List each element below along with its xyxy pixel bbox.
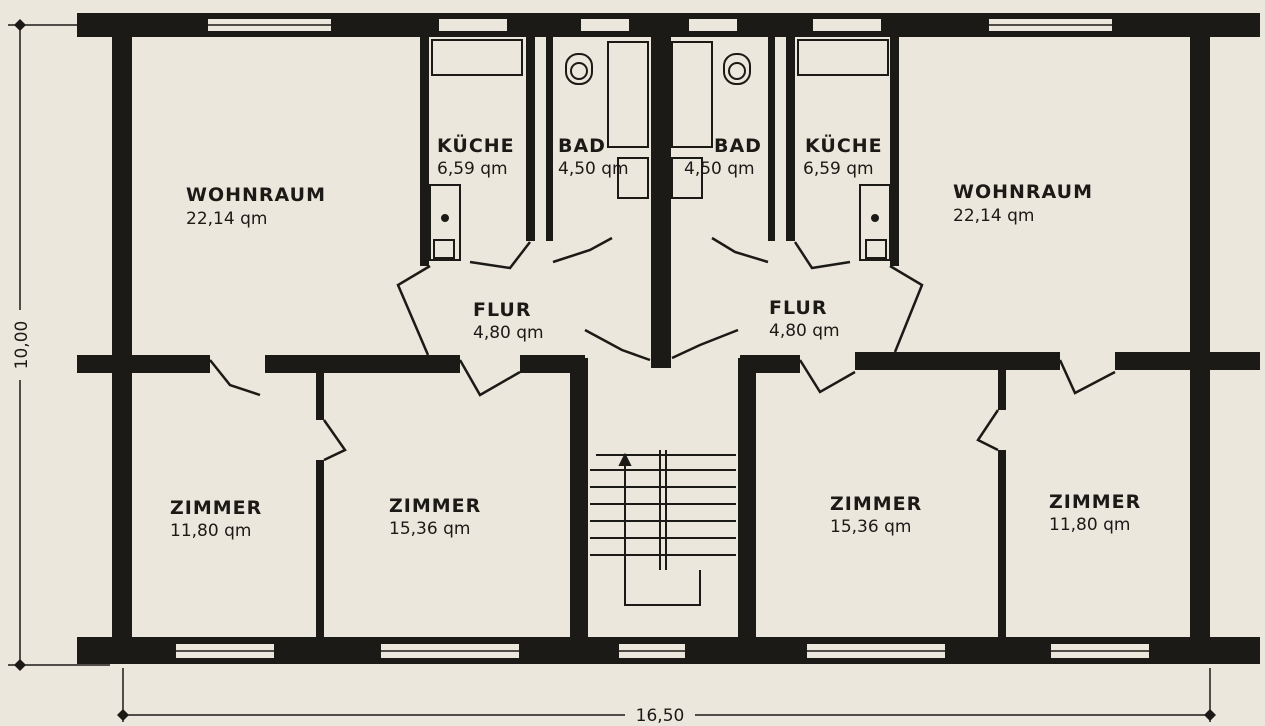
door-flur-stair-right [671,328,739,360]
door-kueche-flur-right [793,241,851,270]
room-area-wohnraum-left: 22,14 qm [186,209,267,229]
washbasin-left [617,157,649,199]
wall-zimmer-right-divider-lower [998,450,1006,638]
room-area-flur-right: 4,80 qm [769,321,840,341]
stove-left [429,184,461,261]
bathtub-left [607,41,649,148]
door-wohnraum-right [889,264,924,353]
toilet-right [728,62,746,80]
stair-arrow [618,452,632,466]
middle-wall-right-b [855,352,1060,370]
sink-right [865,239,887,259]
wall-stub-left [77,355,132,373]
wall-bad-left [546,36,553,241]
fixtures [429,39,891,261]
door-zimmer3-side [976,409,1000,452]
room-name-zimmer-4: ZIMMER [1049,491,1141,513]
room-area-zimmer-2: 15,36 qm [389,519,470,539]
wall-kitchen-right [890,36,899,266]
dimension-height: 10,00 [12,321,32,370]
room-area-bad-right: 4,50 qm [684,159,755,179]
outer-wall-left [112,13,132,664]
door-bad-flur-left [552,236,613,264]
wall-kitchen-bad-right [786,36,795,241]
stairwell-wall-right [738,358,756,640]
doors [209,236,1116,462]
toilet-left-tank [565,53,593,85]
room-area-kueche-left: 6,59 qm [437,159,508,179]
toilet-right-tank [723,53,751,85]
middle-wall-left-c [520,355,585,373]
window-lines [175,24,1150,652]
room-area-wohnraum-right: 22,14 qm [953,206,1034,226]
room-name-zimmer-1: ZIMMER [170,497,262,519]
stairwell-wall-left [570,358,588,640]
door-zimmer3 [798,359,856,394]
dimension-ticks [14,19,1216,721]
room-area-flur-left: 4,80 qm [473,323,544,343]
middle-wall-left-b [265,355,460,373]
door-zimmer2 [458,359,521,397]
sink-left [433,239,455,259]
washbasin-right [671,157,703,199]
wall-stub-right [1190,352,1260,370]
stove-right [859,184,891,261]
middle-wall-right-c [1115,352,1190,370]
room-name-wohnraum-right: WOHNRAUM [953,181,1093,203]
kitchen-counter-right [797,39,889,76]
door-wohnraum-left [396,264,431,356]
door-zimmer1 [209,359,261,397]
room-name-bad-right: BAD [714,135,762,157]
window-top-5 [811,17,883,33]
wall-kitchen-bad-left [526,36,535,241]
room-name-kueche-right: KÜCHE [805,133,883,157]
stove-burner-right-1 [871,214,879,222]
door-zimmer2-side [322,419,347,462]
kitchen-counter-left [431,39,523,76]
wall-zimmer-right-divider [998,370,1006,410]
wall-zimmer-left-divider [316,370,324,420]
wall-bad-right [768,36,775,241]
party-wall [651,13,671,368]
room-area-zimmer-4: 11,80 qm [1049,515,1130,535]
room-labels: WOHNRAUM 22,14 qm KÜCHE 6,59 qm BAD 4,50… [170,133,1141,541]
room-area-zimmer-1: 11,80 qm [170,521,251,541]
walls [77,13,1260,664]
room-area-bad-left: 4,50 qm [558,159,629,179]
outer-wall-right [1190,13,1210,664]
room-name-flur-left: FLUR [473,299,531,321]
door-kueche-flur-left [469,241,531,270]
wall-zimmer-left-divider-lower [316,460,324,638]
toilet-left [570,62,588,80]
room-name-kueche-left: KÜCHE [437,133,515,157]
door-bad-flur-right [711,236,769,264]
window-top-3 [579,17,631,33]
wall-kitchen-left [420,36,429,266]
door-zimmer4 [1058,359,1116,395]
dimension-width: 16,50 [636,706,685,726]
window-top-2 [437,17,509,33]
bathtub-right [671,41,713,148]
middle-wall-left-a [132,355,210,373]
room-name-wohnraum-left: WOHNRAUM [186,184,326,206]
room-area-kueche-right: 6,59 qm [803,159,874,179]
window-top-4 [687,17,739,33]
stove-burner-left-1 [441,214,449,222]
room-area-zimmer-3: 15,36 qm [830,517,911,537]
staircase [590,450,736,606]
door-flur-stair-left [584,328,651,362]
room-name-bad-left: BAD [558,135,606,157]
room-name-zimmer-3: ZIMMER [830,493,922,515]
room-name-flur-right: FLUR [769,297,827,319]
room-name-zimmer-2: ZIMMER [389,495,481,517]
